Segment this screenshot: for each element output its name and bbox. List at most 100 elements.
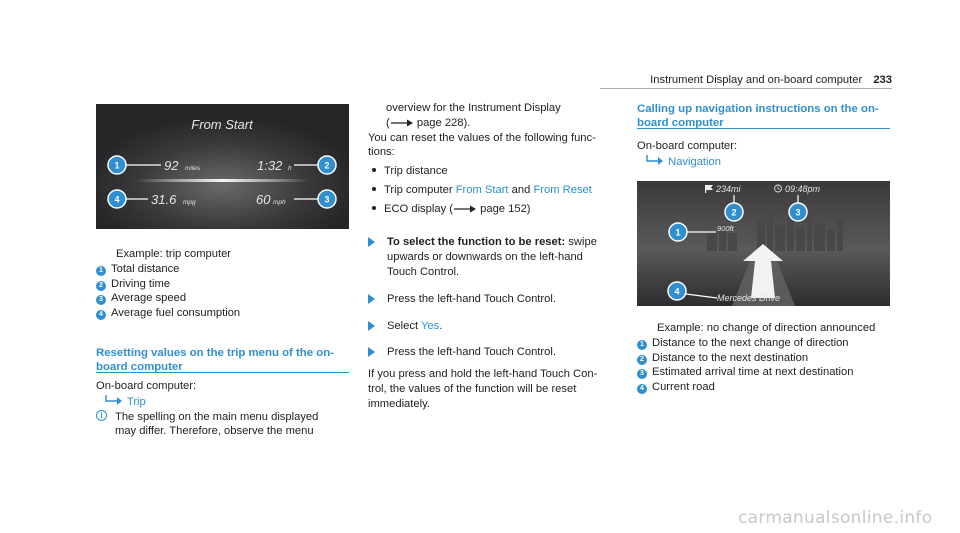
distance-value: 92: [164, 158, 179, 173]
current-road: Mercedes Drive: [717, 293, 780, 303]
page-number: 233: [873, 74, 892, 86]
legend-num: 1: [96, 265, 106, 276]
callout-3: [317, 189, 337, 209]
legend-num: 4: [637, 384, 647, 395]
time-value: 1:32: [257, 158, 283, 173]
legend-text: Distance to the next change of direction: [652, 336, 849, 349]
step-4: Press the left-hand Touch Control.: [368, 345, 608, 360]
callout-3-label: 3: [795, 208, 800, 218]
legend-item: 3 Average speed: [96, 291, 356, 306]
step-1: To select the function to be reset: swip…: [368, 235, 608, 279]
flag-icon: [705, 185, 713, 193]
running-header: Instrument Display and on-board computer…: [600, 73, 892, 88]
overview-text: overview for the Instrument Display: [386, 102, 561, 114]
step-arrow-icon: [368, 237, 375, 248]
list-item: Trip distance: [368, 164, 608, 179]
legend-text: Average fuel consumption: [111, 307, 241, 320]
menu-arrow-icon: [105, 394, 122, 405]
legend-text: Average speed: [111, 292, 187, 305]
overview-paren: (: [386, 116, 390, 129]
time-unit: h: [288, 165, 292, 172]
nav-caption: Example: no change of direction announce…: [657, 322, 876, 334]
callout-4: [107, 189, 127, 209]
clock-icon: [774, 184, 782, 193]
step-bold: To select the function to be reset:: [387, 236, 566, 249]
note-text: The spelling on the main menu displayed: [115, 410, 319, 423]
bullet-list: Trip distance Trip computer From Start a…: [368, 164, 608, 216]
callout-1: [107, 155, 127, 175]
arrival-time: 09:48pm: [785, 184, 821, 194]
note-text: may differ. Therefore, observe the menu: [115, 425, 314, 438]
bullet-text: Trip distance: [384, 165, 448, 178]
overview-ref: ( page 228).: [368, 116, 608, 131]
reset-text: tions:: [368, 146, 395, 159]
legend-num: 4: [96, 310, 106, 321]
nav-heading-line: board computer: [637, 116, 724, 129]
reset-text: You can reset the values of the followin…: [368, 131, 596, 144]
bullet-icon: [372, 205, 376, 210]
speed-unit: mph: [273, 199, 286, 206]
fuel-value: 31.6: [151, 192, 177, 207]
bullet-text: ECO display (: [384, 202, 454, 215]
legend-num: 2: [637, 354, 647, 365]
turn-distance: 900ft: [717, 224, 735, 233]
page-ref-arrow-icon: [454, 205, 477, 213]
bullet-text: and: [508, 183, 534, 196]
callout-4-label: 4: [674, 287, 679, 297]
hold-text: trol, the values of the function will be…: [368, 382, 577, 395]
trip-caption: Example: trip computer: [116, 248, 232, 260]
legend-text: Current road: [652, 381, 715, 394]
callout-2-label: 2: [731, 208, 736, 218]
header-rule: [600, 88, 892, 89]
step-arrow-icon: [368, 320, 375, 331]
nav-legend: Example: no change of direction announce…: [637, 321, 897, 395]
step-text: Press the left-hand Touch Control.: [387, 292, 556, 305]
trip-computer-graphic: From Start 92 miles 1:32 h 31.6 mpg 60 m…: [96, 104, 349, 229]
distance-unit: miles: [185, 165, 201, 172]
nav-onboard: On-board computer: Navigation: [637, 139, 897, 170]
menu-path: Trip: [96, 394, 356, 410]
callout-1-label: 1: [114, 161, 119, 171]
reset-heading-line: board computer: [96, 360, 183, 373]
menu-link-trip[interactable]: Trip: [126, 395, 146, 408]
yes-option[interactable]: Yes: [421, 319, 440, 332]
step-text: .: [439, 319, 443, 332]
legend-num: 3: [96, 295, 106, 306]
nav-heading-rule: [637, 128, 890, 129]
eco-page-link[interactable]: page 152): [480, 202, 531, 215]
callout-2-label: 2: [324, 161, 329, 171]
menu-arrow-icon: [646, 154, 663, 165]
info-icon: i: [96, 409, 107, 421]
step-arrow-icon: [368, 347, 375, 358]
menu-link-navigation[interactable]: Navigation: [668, 155, 721, 168]
callout-2: [317, 155, 337, 175]
trip-computer-display: From Start 92 miles 1:32 h 31.6 mpg 60 m…: [96, 104, 349, 229]
bullet-text: Trip computer: [384, 183, 456, 196]
legend-item: 3 Estimated arrival time at next destinat…: [637, 365, 897, 380]
dest-distance: 234mi: [715, 184, 742, 194]
hold-text: immediately.: [368, 397, 430, 410]
legend-text: Estimated arrival time at next destinati…: [652, 366, 854, 379]
onboard-label: On-board computer:: [637, 140, 738, 152]
overview-page-link[interactable]: page 228).: [416, 116, 471, 129]
navigation-graphic: 234mi 09:48pm 2 3 1 900ft 4 Mercedes Dri…: [637, 181, 890, 306]
speed-value: 60: [256, 192, 271, 207]
list-item: Trip computer From Start and From Reset: [368, 183, 608, 198]
callout-3: [788, 202, 808, 222]
callout-4: [667, 281, 687, 301]
link-from-start[interactable]: From Start: [455, 183, 509, 196]
callout-1-label: 1: [675, 228, 680, 238]
section-title: Instrument Display and on-board computer: [650, 74, 863, 86]
trip-title: From Start: [191, 117, 254, 132]
link-from-reset[interactable]: From Reset: [533, 183, 592, 196]
middle-column: overview for the Instrument Display ( pa…: [368, 101, 608, 412]
legend-num: 3: [637, 369, 647, 380]
page-ref-arrow-icon: [390, 119, 413, 127]
step-text: Touch Control.: [387, 266, 460, 279]
nav-heading: Calling up navigation instructions on th…: [637, 103, 897, 130]
watermark: carmanualsonline.info: [738, 508, 933, 528]
